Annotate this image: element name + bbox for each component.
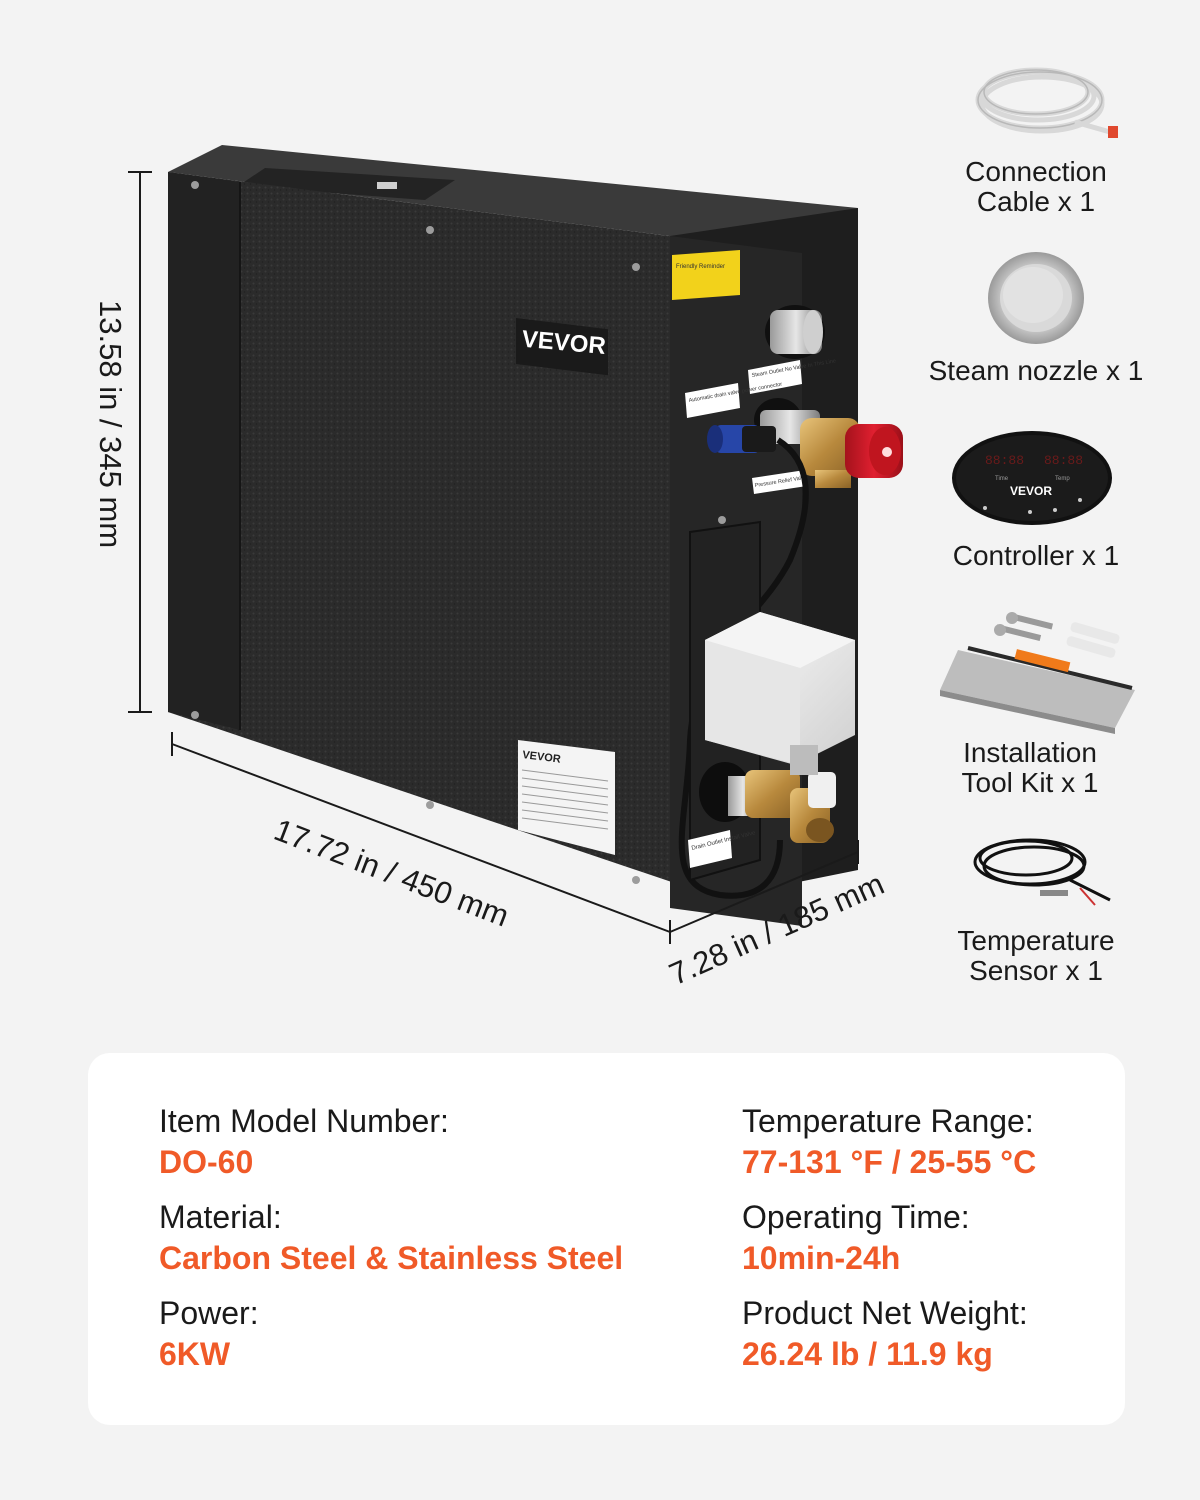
tool-kit-icon	[940, 612, 1135, 734]
accessory-label-sensor: Temperature Sensor x 1	[906, 926, 1166, 986]
accessory-label-toolkit: Installation Tool Kit x 1	[900, 738, 1160, 798]
spec-material: Material: Carbon Steel & Stainless Steel	[159, 1197, 623, 1279]
spec-value: 26.24 lb / 11.9 kg	[742, 1336, 993, 1372]
spec-power: Power: 6KW	[159, 1293, 623, 1375]
accessory-label-text: Connection Cable x 1	[965, 156, 1107, 217]
spec-value: 10min-24h	[742, 1240, 901, 1276]
spec-column-left: Item Model Number: DO-60 Material: Carbo…	[159, 1101, 623, 1389]
spec-label: Material:	[159, 1199, 282, 1235]
product-stage: VEVOR Friendly Reminder Steam Outlet No …	[93, 67, 1166, 992]
spec-label: Product Net Weight:	[742, 1295, 1028, 1331]
spec-value: Carbon Steel & Stainless Steel	[159, 1240, 624, 1276]
spec-card: Item Model Number: DO-60 Material: Carbo…	[88, 1053, 1125, 1425]
warning-sticker-text: Friendly Reminder	[676, 264, 725, 270]
spec-value: DO-60	[159, 1144, 254, 1180]
spec-model: Item Model Number: DO-60	[159, 1101, 623, 1183]
svg-text:Temp: Temp	[1055, 476, 1070, 482]
spec-temperature-range: Temperature Range: 77-131 °F / 25-55 °C	[742, 1101, 1036, 1183]
spec-column-right: Temperature Range: 77-131 °F / 25-55 °C …	[742, 1101, 1036, 1389]
spec-operating-time: Operating Time: 10min-24h	[742, 1197, 1036, 1279]
spec-label: Item Model Number:	[159, 1103, 449, 1139]
spec-net-weight: Product Net Weight: 26.24 lb / 11.9 kg	[742, 1293, 1036, 1375]
steam-generator-image: VEVOR Friendly Reminder Steam Outlet No …	[128, 67, 1135, 944]
accessory-label-controller: Controller x 1	[906, 541, 1166, 571]
accessory-label-text: Steam nozzle x 1	[928, 355, 1144, 386]
svg-text:88:88: 88:88	[985, 453, 1024, 468]
accessory-label-text: Installation Tool Kit x 1	[961, 737, 1099, 798]
cabinet-front	[168, 172, 802, 926]
svg-text:88:88: 88:88	[1044, 453, 1083, 468]
accessory-label-text: Temperature Sensor x 1	[957, 925, 1115, 986]
sensor-cable-icon	[973, 838, 1111, 906]
svg-text:Time: Time	[995, 476, 1009, 482]
height-dimension-line	[128, 171, 152, 713]
spec-value: 77-131 °F / 25-55 °C	[742, 1144, 1037, 1180]
controller-icon: 88:88 88:88 Time Temp VEVOR	[952, 431, 1112, 525]
port-label-pressure: Pressure Relief Valve	[752, 470, 807, 494]
spec-value: 6KW	[159, 1336, 231, 1372]
spec-label: Temperature Range:	[742, 1103, 1034, 1139]
height-dimension-label: 13.58 in / 345 mm	[93, 300, 128, 549]
cable-coil-icon	[975, 67, 1118, 138]
cabinet-top	[168, 145, 858, 253]
svg-text:VEVOR: VEVOR	[1010, 484, 1052, 498]
depth-dimension-line	[669, 840, 859, 933]
spec-label: Power:	[159, 1295, 259, 1331]
accessory-label-nozzle: Steam nozzle x 1	[906, 356, 1166, 386]
steam-nozzle-icon	[988, 252, 1084, 344]
accessory-label-cable: Connection Cable x 1	[906, 157, 1166, 217]
spec-label: Operating Time:	[742, 1199, 970, 1235]
info-sticker-brand: VEVOR	[522, 749, 562, 766]
accessory-label-text: Controller x 1	[952, 540, 1120, 571]
info-sticker	[518, 740, 615, 855]
